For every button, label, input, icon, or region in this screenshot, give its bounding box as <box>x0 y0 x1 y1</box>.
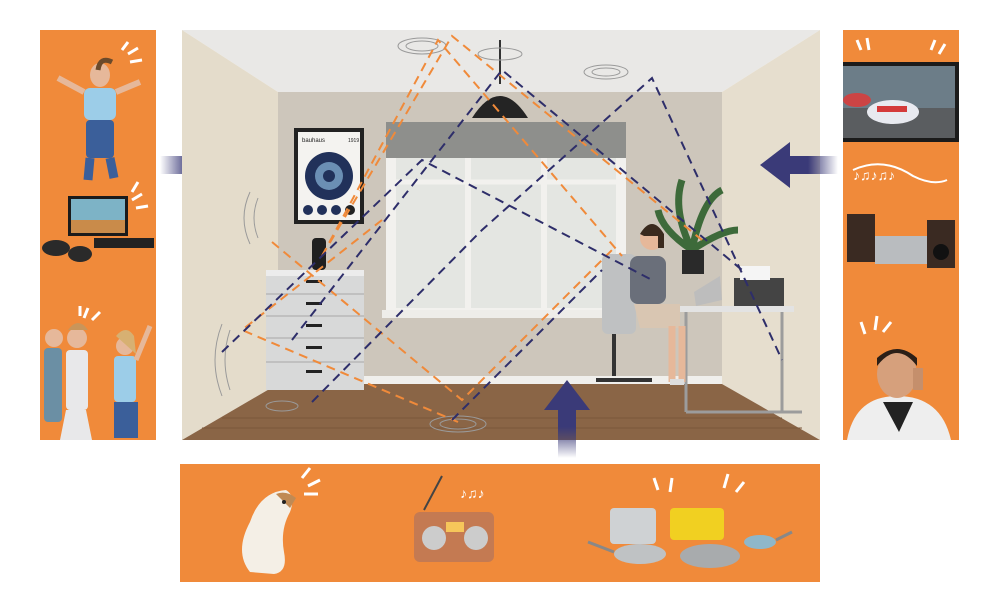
tv-video-game-image <box>42 181 154 262</box>
left-wall <box>182 30 278 440</box>
barking-dog-image <box>242 467 321 574</box>
wood-floor <box>182 384 820 440</box>
drawer-cabinet <box>266 238 364 390</box>
right-incoming-arrow <box>758 140 838 190</box>
woman-on-phone-at-desk <box>596 224 686 385</box>
smart-speaker <box>312 238 326 270</box>
poster-year: 1919 <box>348 138 359 144</box>
singing-children-image <box>44 306 153 440</box>
stereo-hifi-image: ♪♫♪♫♪ <box>847 163 955 268</box>
sound-paths <box>221 34 783 423</box>
poster-title: bauhaus <box>302 138 325 144</box>
bauhaus-poster: bauhaus 1919 <box>294 128 364 224</box>
room-scene: bauhaus 1919 <box>182 30 820 440</box>
svg-text:♪♫♪: ♪♫♪ <box>460 485 485 501</box>
sound-ripples <box>214 37 629 433</box>
jumping-child-image <box>56 41 143 181</box>
bottom-incoming-arrow <box>542 378 592 458</box>
right-wall <box>722 30 820 440</box>
desk <box>678 266 802 414</box>
bottom-noise-panel: ♪♫♪ <box>180 464 820 582</box>
printer <box>734 278 784 306</box>
man-on-phone-image <box>847 315 951 440</box>
right-noise-panel: ♪♫♪♫♪ <box>843 30 959 440</box>
radio-image: ♪♫♪ <box>414 475 494 562</box>
cooking-pans-image <box>587 473 793 568</box>
laptop <box>694 276 722 306</box>
svg-text:♪♫♪♫♪: ♪♫♪♫♪ <box>853 167 895 183</box>
left-noise-panel <box>40 30 156 440</box>
ceiling-lamp <box>472 40 528 118</box>
potted-plant <box>654 178 739 274</box>
racing-tv-image <box>843 37 959 142</box>
